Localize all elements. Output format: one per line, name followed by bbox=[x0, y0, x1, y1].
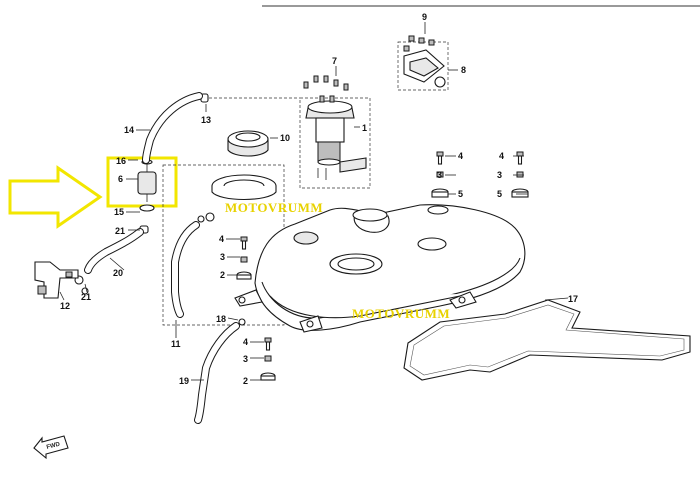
callout-label: 4 bbox=[243, 337, 248, 347]
callout-label: 11 bbox=[171, 339, 181, 349]
highlight-arrow-icon bbox=[8, 165, 103, 229]
callout-label: 21 bbox=[81, 292, 91, 302]
fwd-arrow-icon bbox=[33, 435, 69, 460]
callout-label: 17 bbox=[568, 294, 578, 304]
callout-label: 3 bbox=[220, 252, 225, 262]
fwd-label: FWD bbox=[46, 441, 61, 451]
callout-label: 9 bbox=[422, 12, 427, 22]
fwd-direction-indicator: FWD bbox=[33, 435, 69, 460]
part-17-mat-inner bbox=[409, 304, 685, 376]
part-17-mat bbox=[403, 299, 691, 381]
callout-label: 8 bbox=[461, 65, 466, 75]
hose-14 bbox=[142, 92, 203, 164]
callout-label: 16 bbox=[116, 156, 126, 166]
callout-label: 13 bbox=[201, 115, 211, 125]
callout-label: 1 bbox=[362, 123, 367, 133]
bolt-stack-lower bbox=[260, 337, 276, 381]
filler-cap bbox=[227, 130, 269, 157]
watermark-upper: MOTOVRUMM bbox=[225, 200, 323, 215]
hose-20 bbox=[84, 228, 144, 274]
callout-label: 5 bbox=[458, 189, 463, 199]
filler-ring bbox=[211, 174, 277, 200]
callout-label: 7 bbox=[332, 56, 337, 66]
relay-bracket bbox=[403, 49, 446, 88]
callout-label: 18 bbox=[216, 314, 226, 324]
hose-11 bbox=[171, 221, 200, 318]
callout-label: 3 bbox=[497, 170, 502, 180]
callout-label: 4 bbox=[458, 151, 463, 161]
bolt-stack-right-b bbox=[511, 151, 529, 198]
callout-label: 12 bbox=[60, 301, 70, 311]
callout-label: 4 bbox=[499, 151, 504, 161]
callout-label: 2 bbox=[243, 376, 248, 386]
pump-group-box bbox=[299, 97, 371, 189]
bolt-stack-right-a bbox=[431, 151, 449, 198]
callout-label: 4 bbox=[219, 234, 224, 244]
callout-label: 2 bbox=[220, 270, 225, 280]
connector-12 bbox=[34, 261, 79, 299]
fuel-filter bbox=[137, 159, 157, 202]
callout-label: 5 bbox=[497, 189, 502, 199]
callout-label: 6 bbox=[118, 174, 123, 184]
callout-label: 10 bbox=[280, 133, 290, 143]
bolt-stack-left bbox=[236, 236, 252, 280]
callout-label: 20 bbox=[113, 268, 123, 278]
screws-7 bbox=[303, 75, 349, 103]
hose-19 bbox=[194, 322, 240, 424]
callout-label: 3 bbox=[437, 170, 442, 180]
callouts: 1 2 2 3 3 3 3 4 4 4 4 5 5 6 6 7 8 9 10 1… bbox=[60, 12, 578, 386]
callout-label: 15 bbox=[114, 207, 124, 217]
callout-label: 3 bbox=[243, 354, 248, 364]
fuel-tank bbox=[234, 204, 526, 333]
callout-label: 21 bbox=[115, 226, 125, 236]
callout-label: 19 bbox=[179, 376, 189, 386]
screws-9 bbox=[403, 35, 435, 52]
fuel-pump bbox=[305, 100, 367, 180]
watermark-lower: MOTOVRUMM bbox=[352, 306, 450, 321]
callout-label: 14 bbox=[124, 125, 134, 135]
leader-lines bbox=[59, 22, 569, 381]
